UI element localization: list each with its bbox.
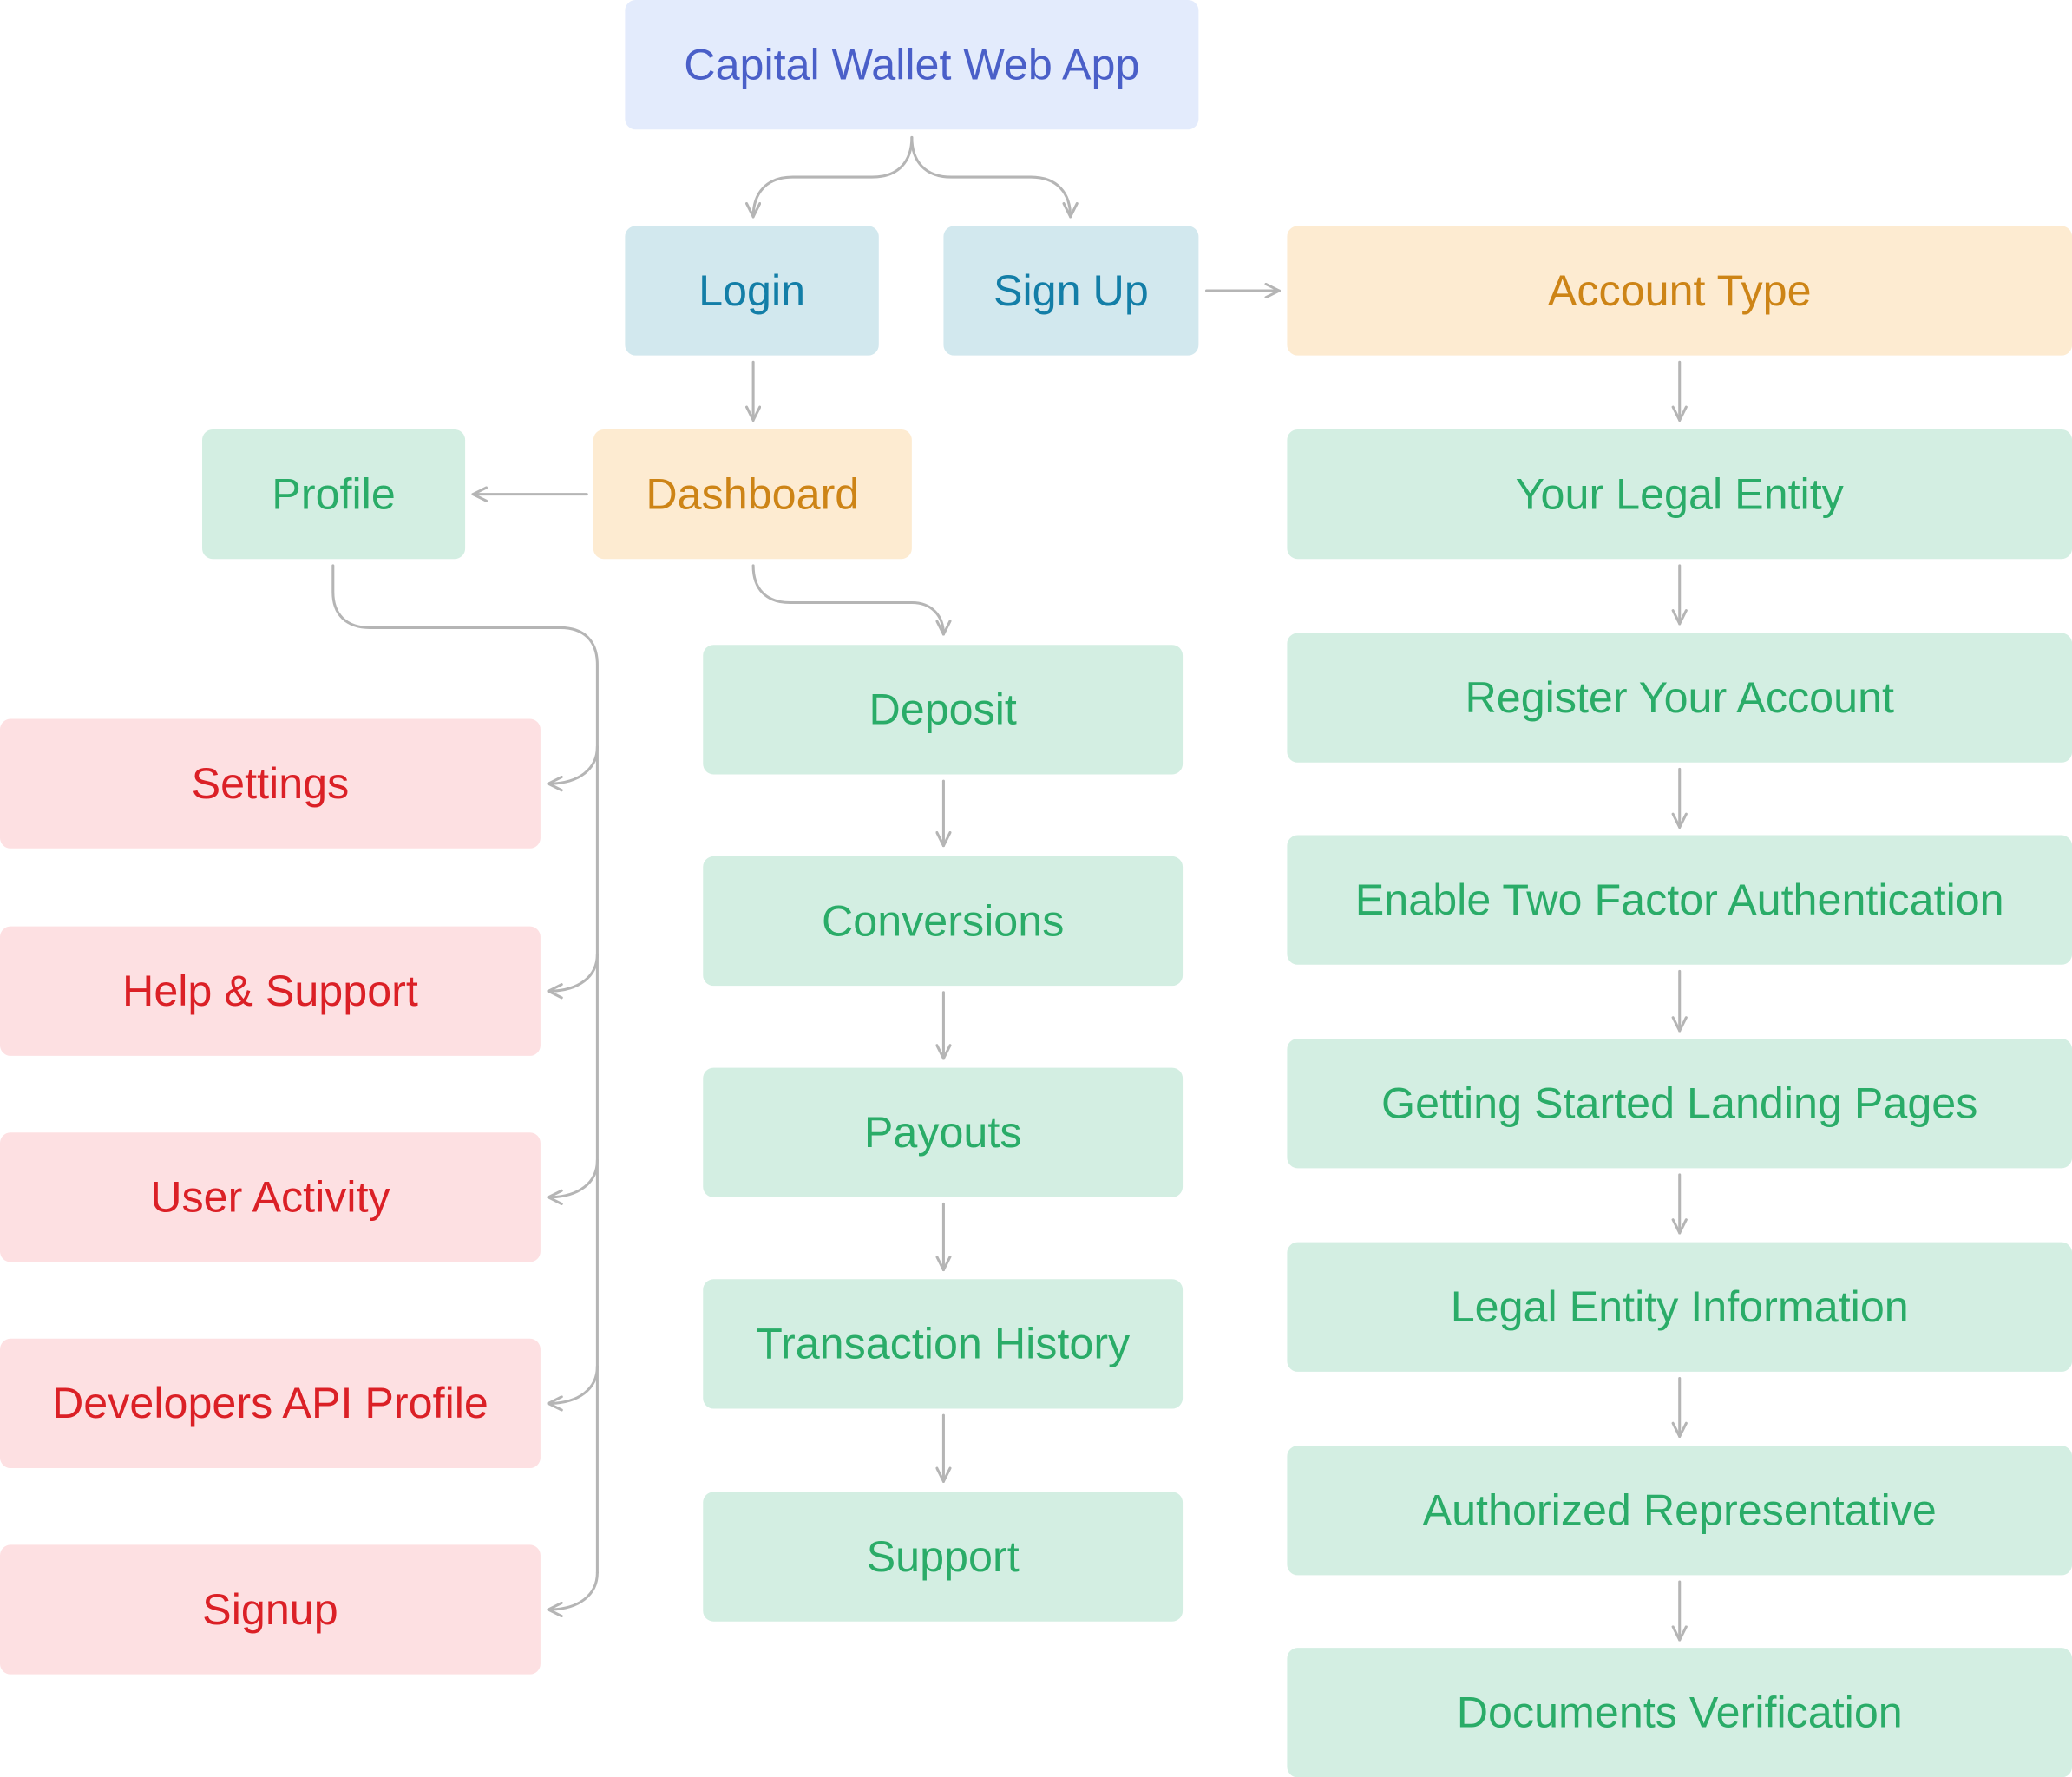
edge-profile-signup — [548, 1570, 599, 1610]
node-signup: Signup — [0, 1544, 541, 1675]
edge-profile-settings — [548, 744, 599, 784]
node-conversions: Conversions — [703, 856, 1184, 987]
edge-profile-help — [548, 953, 599, 992]
node-transaction-history: Transaction History — [703, 1279, 1184, 1409]
node-login: Login — [625, 226, 879, 356]
node-payouts: Payouts — [703, 1067, 1184, 1197]
node-settings: Settings — [0, 718, 541, 849]
node-root: Capital Wallet Web App — [625, 0, 1199, 130]
node-help-support: Help & Support — [0, 926, 541, 1056]
node-authorized-representative: Authorized Representative — [1287, 1446, 2072, 1576]
node-account-type: Account Type — [1287, 226, 2072, 356]
node-deposit: Deposit — [703, 645, 1184, 775]
edge-dashboard-deposit — [751, 564, 943, 634]
node-user-activity: User Activity — [0, 1132, 541, 1262]
node-profile: Profile — [202, 429, 466, 560]
node-enable-two-factor: Enable Two Factor Authentication — [1287, 835, 2072, 965]
edge-root-login — [753, 135, 914, 216]
node-support: Support — [703, 1492, 1184, 1622]
node-register-your-account: Register Your Account — [1287, 633, 2072, 763]
node-documents-verification: Documents Verification — [1287, 1648, 2072, 1777]
edge-profile-trunk — [331, 564, 599, 1574]
edge-root-signup — [910, 135, 1071, 216]
edge-profile-activity — [548, 1158, 599, 1197]
node-your-legal-entity: Your Legal Entity — [1287, 429, 2072, 560]
edge-profile-developers — [548, 1365, 599, 1404]
node-dashboard: Dashboard — [593, 429, 912, 560]
node-legal-entity-information: Legal Entity Information — [1287, 1242, 2072, 1372]
node-developers-api-profile: Developers API Profile — [0, 1338, 541, 1469]
node-sign-up: Sign Up — [943, 226, 1199, 356]
node-getting-started: Getting Started Landing Pages — [1287, 1039, 2072, 1169]
